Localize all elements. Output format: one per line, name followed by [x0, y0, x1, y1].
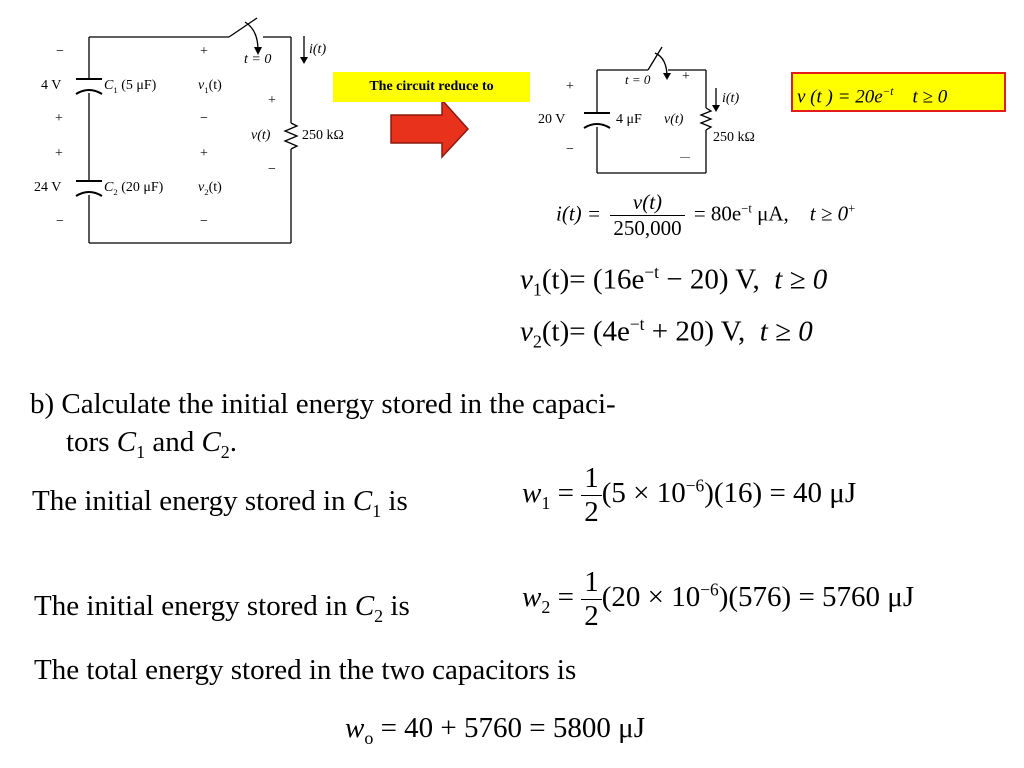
right-minus: − [566, 142, 574, 157]
right-plus: + [566, 79, 574, 94]
reduce-arrow [390, 98, 470, 159]
v1-minus: − [200, 111, 208, 126]
v1-equation: v1(t)= (16e−t − 20) V, t ≥ 0 [520, 262, 828, 300]
v1-plus: + [200, 44, 208, 59]
right-minus-bottom: — [680, 152, 690, 163]
left-current-label: i(t) [309, 42, 327, 57]
right-current-label: i(t) [722, 91, 740, 106]
v-label: v(t) [251, 128, 271, 143]
right-switch-plus: + [682, 69, 690, 84]
v-plus: + [268, 93, 276, 108]
boxed-result: v (t ) = 20e−t t ≥ 0 [791, 72, 1006, 112]
c2-label: C2 (20 μF) [104, 180, 164, 197]
left-circuit-wiring [75, 17, 305, 244]
part-b-line2: tors C1 and C2. [66, 426, 238, 462]
w1-text: The initial energy stored in C1 is [32, 485, 408, 521]
right-circuit-wiring [583, 46, 717, 174]
right-switch-label: t = 0 [625, 72, 651, 87]
v2-label: v2(t) [198, 180, 222, 197]
v2-minus: − [200, 214, 208, 229]
right-v-label: v(t) [664, 112, 684, 127]
v1-label: v1(t) [198, 78, 222, 95]
c1-voltage: 4 V [41, 78, 62, 93]
v2-equation: v2(t)= (4e−t + 20) V, t ≥ 0 [520, 314, 813, 352]
c1-polarity-top: − [56, 44, 64, 59]
right-resistor-label: 250 kΩ [713, 130, 755, 145]
v-minus: − [268, 162, 276, 177]
wo-equation: wo = 40 + 5760 = 5800 μJ [345, 712, 645, 748]
total-text: The total energy stored in the two capac… [34, 654, 577, 686]
part-b-line1: b) Calculate the initial energy stored i… [30, 388, 616, 420]
c1-polarity-bottom: + [55, 111, 63, 126]
right-switch-arrowhead [663, 73, 671, 80]
reduce-callout: The circuit reduce to [333, 72, 530, 102]
left-current-arrowhead [300, 57, 308, 64]
right-cap-value: 4 μF [616, 112, 642, 127]
c2-polarity-bottom: − [56, 214, 64, 229]
switch-label: t = 0 [244, 52, 272, 67]
c2-polarity-top: + [55, 146, 63, 161]
resistor-label: 250 kΩ [302, 128, 344, 143]
v2-plus: + [200, 146, 208, 161]
current-equation: i(t) = v(t)250,000 = 80e−t μA, t ≥ 0+ [556, 190, 856, 240]
left-switch-arrowhead [254, 47, 262, 55]
c2-voltage: 24 V [34, 180, 62, 195]
right-voltage: 20 V [538, 112, 566, 127]
right-current-arrowhead [712, 105, 720, 112]
w2-text: The initial energy stored in C2 is [34, 590, 410, 626]
c1-label: C1 (5 μF) [104, 78, 157, 95]
